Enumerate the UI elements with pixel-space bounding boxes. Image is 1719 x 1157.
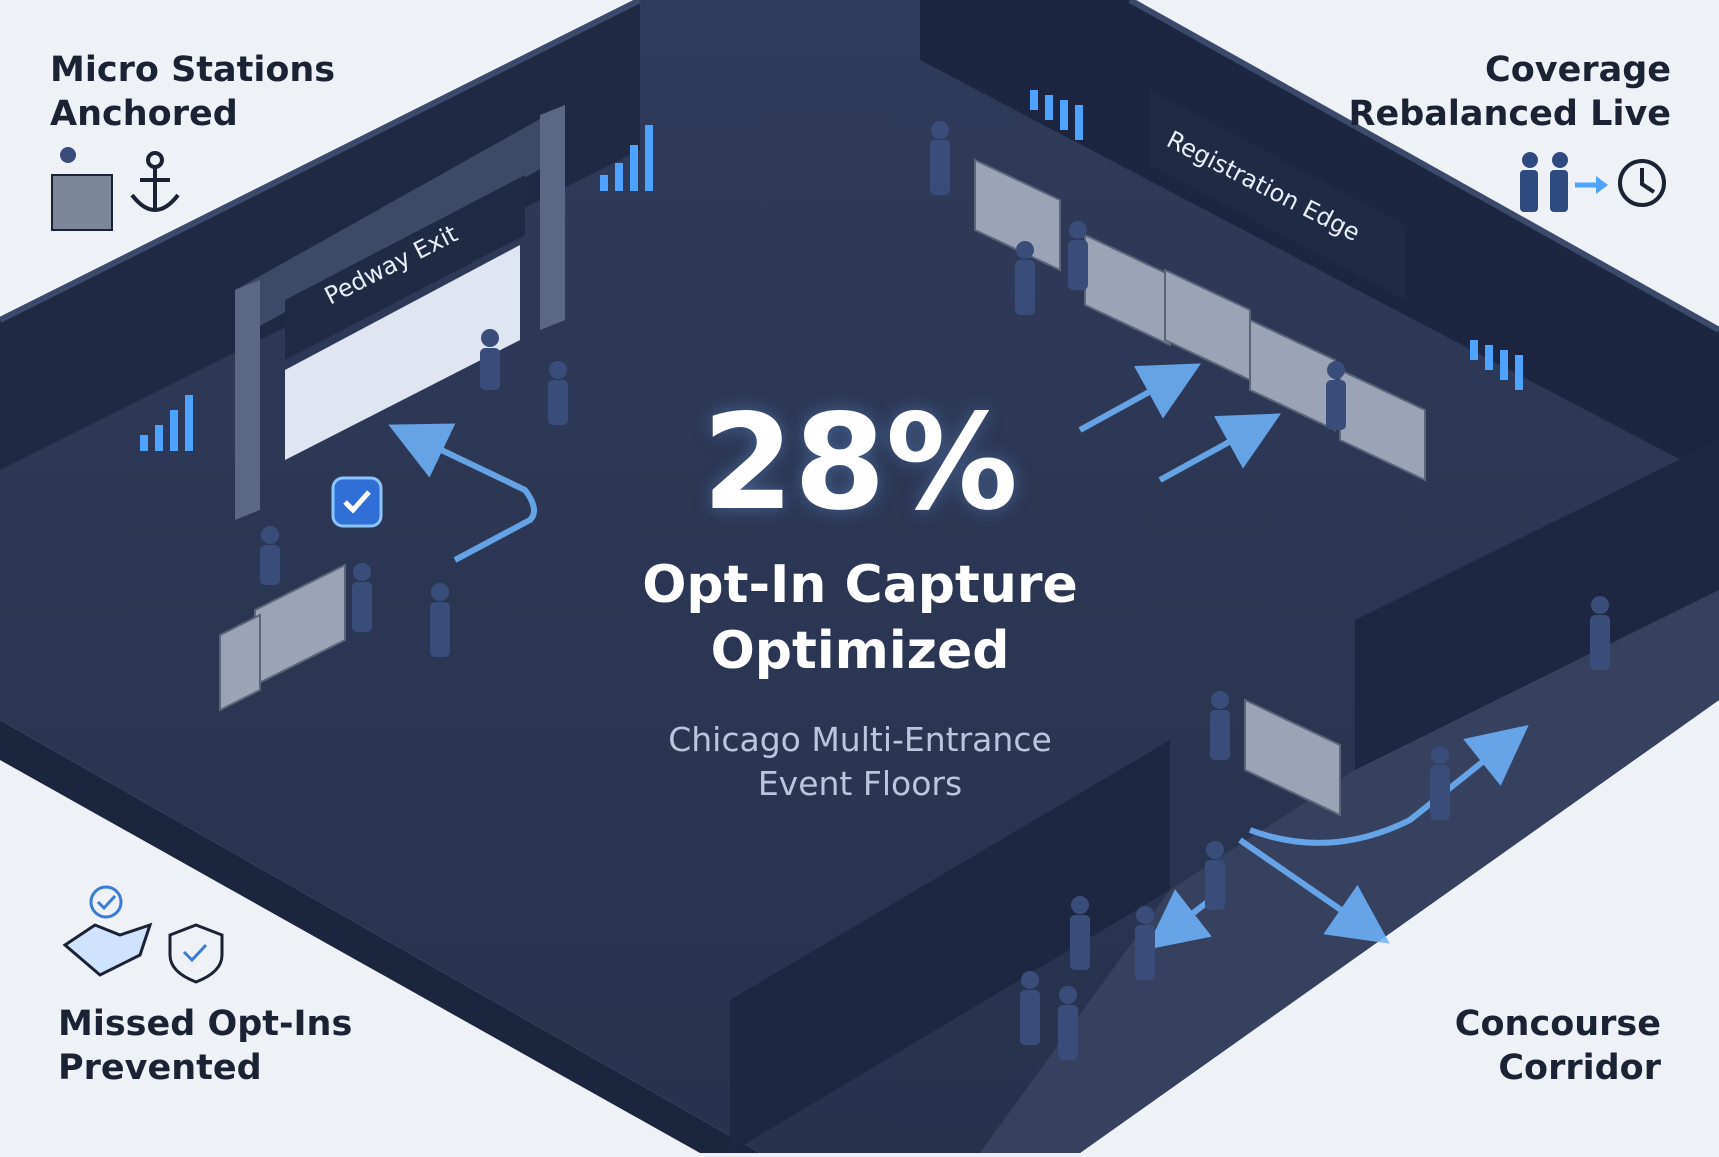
corner-label-micro-stations: Micro Stations Anchored (50, 50, 336, 134)
corridor-wall-upper (1355, 440, 1719, 770)
signal-bars-mid (600, 125, 653, 191)
micro-station-right (1244, 698, 1341, 817)
back-left-wall (0, 0, 640, 470)
kiosk-person-icon (51, 147, 113, 231)
registration-counters (974, 158, 1426, 482)
signal-bars-right (1030, 90, 1083, 140)
shield-check-icon (168, 923, 224, 984)
headline-subtitle: Chicago Multi-Entrance Event Floors (668, 720, 1052, 803)
signal-bars-left (140, 395, 193, 451)
pedway-exit-gate: Pedway Exit (235, 105, 565, 520)
corner-label-coverage: Coverage Rebalanced Live (1348, 50, 1671, 134)
corridor-wall-lower (730, 740, 1170, 1153)
handshake-check-icon (62, 885, 153, 977)
flow-arrows (388, 363, 1529, 950)
corridor-floor (980, 590, 1719, 1153)
check-badge-icon (331, 476, 383, 528)
anchor-icon (130, 151, 180, 212)
stat-percentage: 28% (702, 386, 1018, 540)
corner-label-concourse: Concourse Corridor (1454, 1004, 1661, 1088)
attendee-figures (260, 121, 1610, 1060)
front-left-ledge (0, 720, 760, 1153)
clock-icon (1618, 159, 1666, 207)
micro-station-left (219, 563, 346, 712)
headline-title: Opt-In Capture Optimized (642, 555, 1078, 681)
signal-bars-far-right (1470, 340, 1523, 390)
people-icon (1520, 152, 1568, 212)
arrow-right-icon (1575, 176, 1608, 194)
corner-label-missed-opt-ins: Missed Opt-Ins Prevented (58, 1004, 353, 1088)
